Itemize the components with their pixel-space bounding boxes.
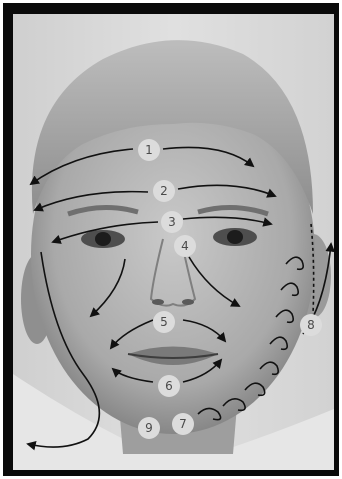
face-photo: 1 2 3 4 5 6 7 8 9 — [13, 14, 334, 470]
marker-4: 4 — [174, 235, 196, 257]
marker-1: 1 — [138, 139, 160, 161]
marker-6: 6 — [158, 375, 180, 397]
photo-frame: 1 2 3 4 5 6 7 8 9 — [3, 3, 339, 476]
marker-8: 8 — [300, 314, 322, 336]
marker-7: 7 — [172, 413, 194, 435]
marker-3: 3 — [161, 211, 183, 233]
marker-9: 9 — [138, 417, 160, 439]
marker-5: 5 — [153, 311, 175, 333]
marker-2: 2 — [153, 180, 175, 202]
